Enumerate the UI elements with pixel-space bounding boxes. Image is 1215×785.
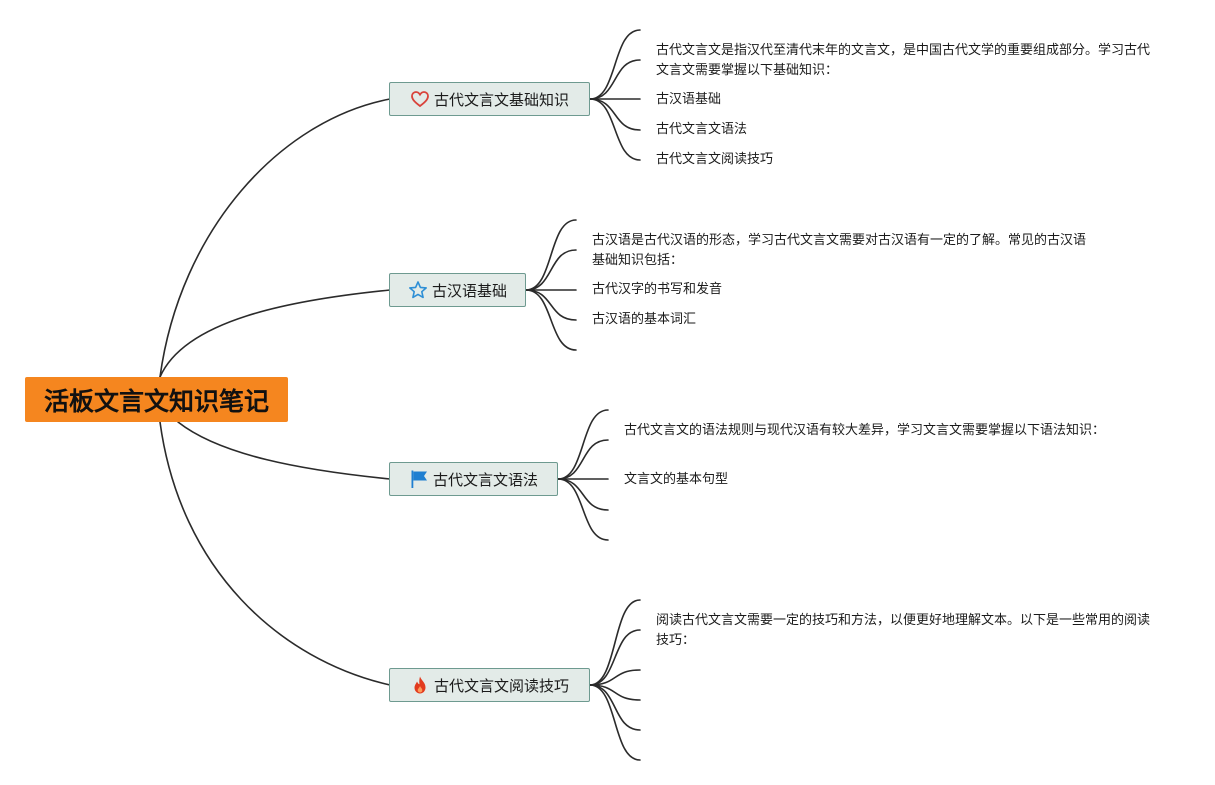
- root-topic-label: 活板文言文知识笔记: [43, 386, 269, 416]
- branch-1-2: [589, 59, 641, 100]
- branch-2-1: [525, 219, 577, 291]
- subtopic-item[interactable]: 古汉语基础: [656, 92, 722, 107]
- topic-classical-grammar[interactable]: 古代文言文语法: [389, 462, 558, 496]
- topic-reading-skills[interactable]: 古代文言文阅读技巧: [389, 668, 590, 702]
- root-link-1: [159, 98, 391, 378]
- branch-1-5: [589, 98, 641, 161]
- flame-icon: [410, 675, 430, 695]
- topic-label: 古汉语基础: [431, 281, 507, 300]
- topic-label: 古代文言文基础知识: [433, 90, 569, 109]
- branch-3-2: [557, 439, 609, 480]
- topic-old-chinese-basics[interactable]: 古汉语基础: [389, 273, 526, 307]
- subtopic-note[interactable]: 古代文言文是指汉代至清代末年的文言文，是中国古代文学的重要组成部分。学习古代文言…: [656, 43, 1151, 78]
- topic-label: 古代文言文语法: [432, 470, 538, 489]
- subtopic-item[interactable]: 文言文的基本句型: [624, 472, 729, 487]
- subtopic-note[interactable]: 古汉语是古代汉语的形态，学习古代文言文需要对古汉语有一定的了解。常见的古汉语基础…: [592, 233, 1087, 268]
- branch-4-2: [589, 629, 641, 686]
- topic-label: 古代文言文阅读技巧: [433, 676, 569, 695]
- branch-1-1: [589, 29, 641, 100]
- heart-icon: [410, 89, 430, 109]
- root-link-4: [159, 421, 391, 686]
- root-link-3: [177, 421, 391, 480]
- branch-3-5: [557, 478, 609, 541]
- subtopic-note[interactable]: 古代文言文的语法规则与现代汉语有较大差异，学习文言文需要掌握以下语法知识：: [624, 423, 1106, 438]
- root-link-2: [159, 289, 391, 378]
- star-icon: [408, 280, 428, 300]
- subtopic-item[interactable]: 古代文言文阅读技巧: [656, 152, 774, 167]
- flag-icon: [409, 469, 429, 489]
- branch-1-4: [589, 98, 641, 131]
- branch-2-4: [525, 289, 577, 321]
- branch-4-6: [589, 684, 641, 761]
- branch-4-1: [589, 599, 641, 686]
- subtopic-note[interactable]: 阅读古代文言文需要一定的技巧和方法，以便更好地理解文本。以下是一些常用的阅读技巧…: [656, 613, 1151, 648]
- branch-2-5: [525, 289, 577, 351]
- subtopic-item[interactable]: 古代汉字的书写和发音: [592, 282, 723, 297]
- branch-2-2: [525, 249, 577, 291]
- branch-3-4: [557, 478, 609, 511]
- subtopic-item[interactable]: 古代文言文语法: [656, 122, 748, 137]
- topic-ancient-classical-basics[interactable]: 古代文言文基础知识: [389, 82, 590, 116]
- branch-3-1: [557, 409, 609, 480]
- subtopic-item[interactable]: 古汉语的基本词汇: [592, 312, 697, 327]
- root-topic[interactable]: 活板文言文知识笔记: [25, 377, 288, 422]
